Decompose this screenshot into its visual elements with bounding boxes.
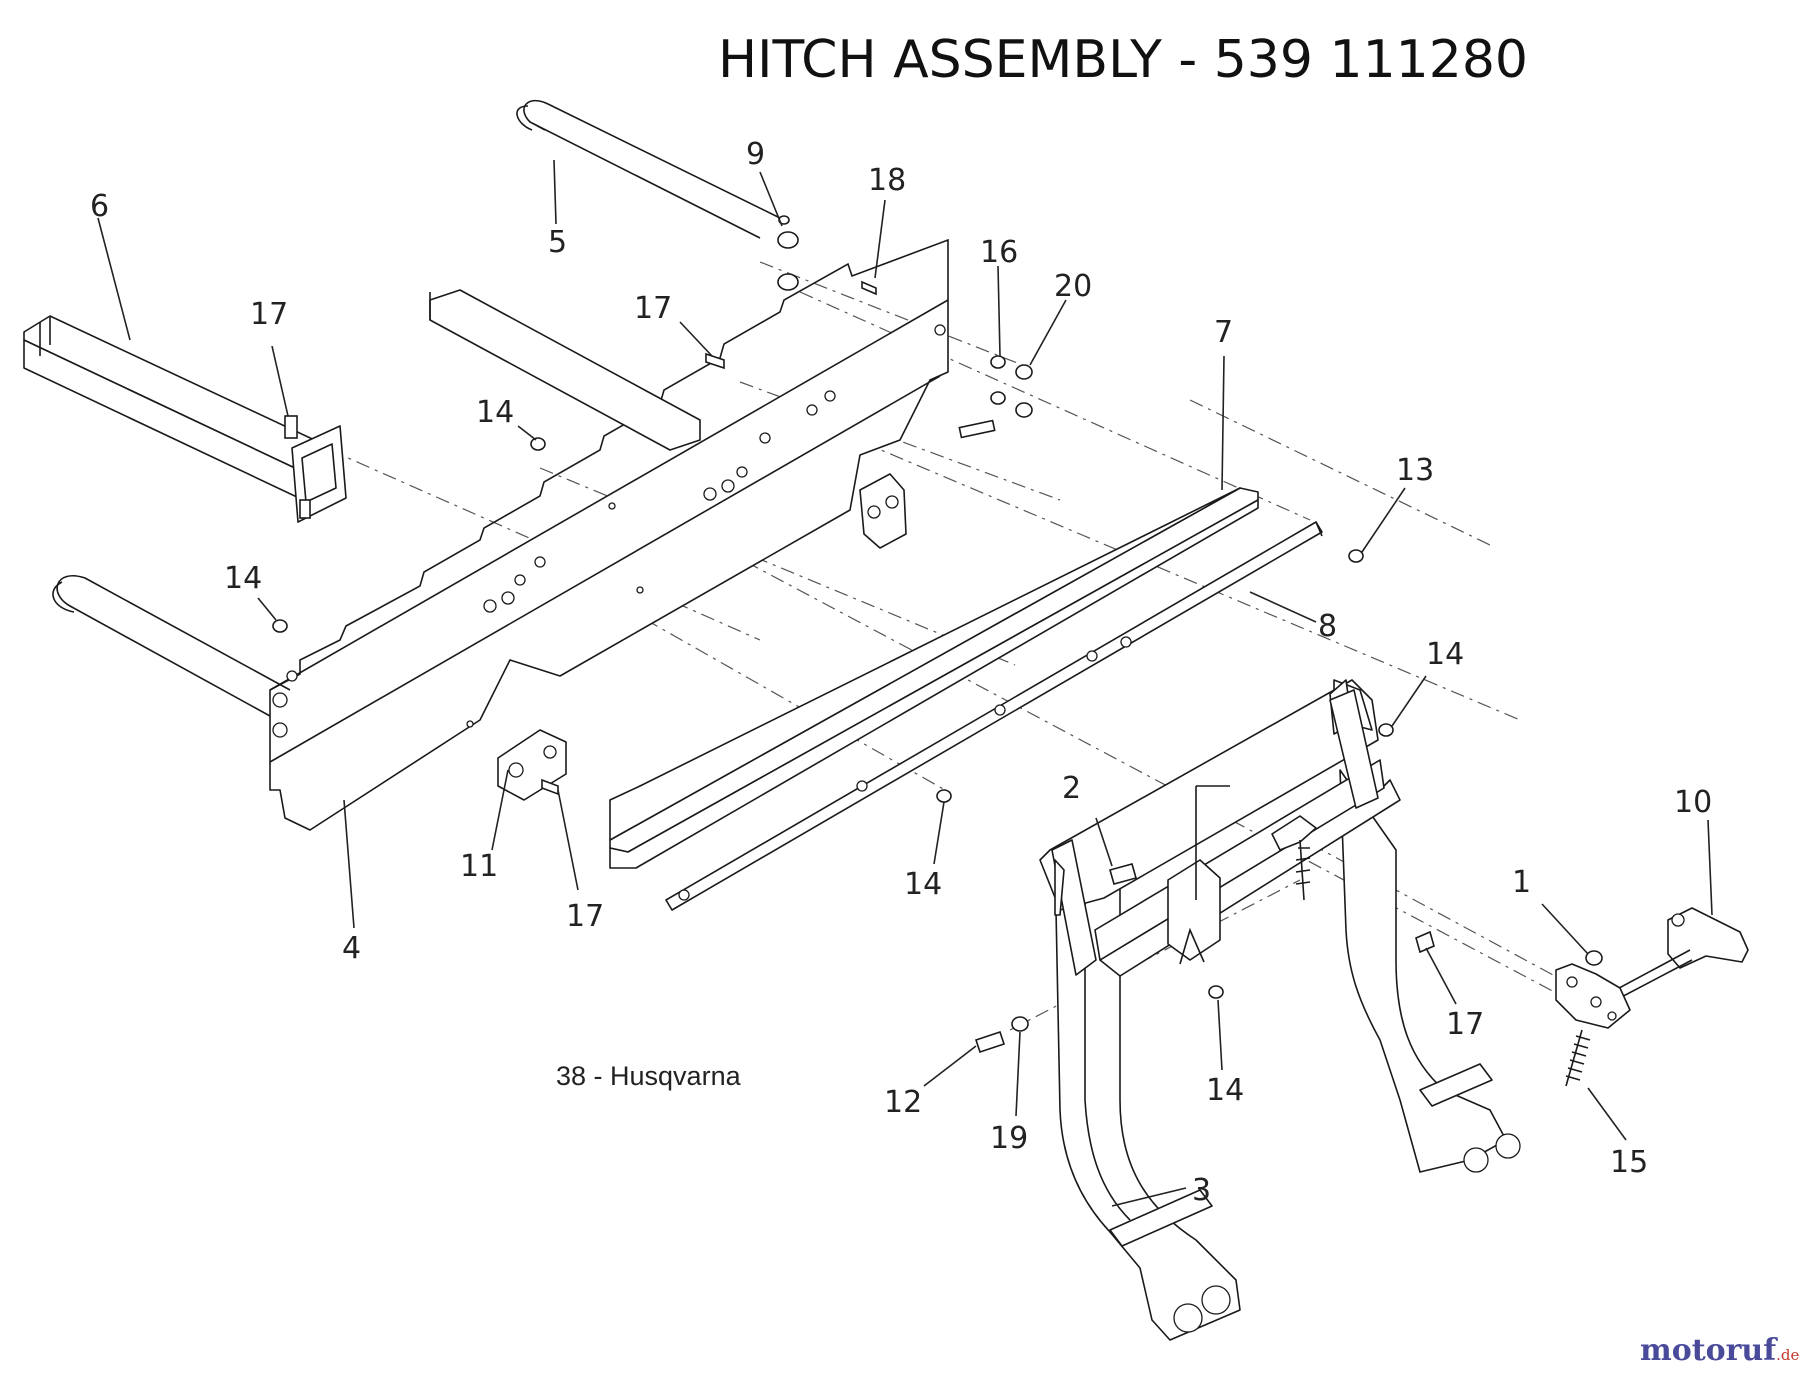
lower-u-bar [52, 575, 291, 717]
callout-14-a: 14 [476, 395, 514, 430]
callout-12: 12 [884, 1085, 922, 1120]
callout-7: 7 [1214, 315, 1233, 350]
watermark-logo: motoruf.de [1640, 1333, 1800, 1368]
watermark-text: motoruf [1640, 1333, 1778, 1368]
callout-18: 18 [868, 163, 906, 198]
callout-3: 3 [1192, 1173, 1211, 1208]
callout-2: 2 [1062, 771, 1081, 806]
callout-20: 20 [1054, 269, 1092, 304]
watermark-suffix: .de [1776, 1346, 1799, 1364]
frame-holes [272, 324, 946, 738]
callout-11: 11 [460, 849, 498, 884]
callouts: 9 18 6 5 17 16 20 17 7 14 13 14 8 14 2 1… [90, 137, 1712, 1208]
callout-16: 16 [980, 235, 1018, 270]
leader-lines [97, 159, 1713, 1207]
part-6-arm-bracket [23, 315, 347, 523]
callout-13: 13 [1396, 453, 1434, 488]
callout-15: 15 [1610, 1145, 1648, 1180]
callout-5: 5 [548, 225, 567, 260]
callout-14-b: 14 [224, 561, 262, 596]
part-1-pin-plate [1555, 963, 1631, 1029]
part-7-angle-bar [609, 487, 1259, 869]
callout-17-right: 17 [1446, 1007, 1484, 1042]
part-15-spring [1565, 1029, 1591, 1087]
callout-19: 19 [990, 1121, 1028, 1156]
svg-text:motoruf.de: motoruf.de [1640, 1333, 1800, 1368]
callout-17-top: 17 [634, 291, 672, 326]
callout-14-d: 14 [904, 867, 942, 902]
part-3-hitch-frame [1039, 679, 1521, 1341]
callout-8: 8 [1318, 609, 1337, 644]
callout-17-left: 17 [250, 297, 288, 332]
hardware [272, 231, 1603, 1054]
callout-17-bottom: 17 [566, 899, 604, 934]
callout-4: 4 [342, 931, 361, 966]
callout-10: 10 [1674, 785, 1712, 820]
callout-9: 9 [746, 137, 765, 172]
part-10-pin-handle [1607, 907, 1749, 1003]
callout-6: 6 [90, 189, 109, 224]
callout-1: 1 [1512, 865, 1531, 900]
part-8-flat-bar [665, 521, 1323, 911]
part-5-u-bar-upper [516, 99, 790, 239]
model-caption: 38 - Husqvarna [556, 1061, 742, 1091]
explode-lines [329, 261, 1591, 1031]
callout-14-c: 14 [1426, 637, 1464, 672]
diagram-title: HITCH ASSEMBLY - 539 111280 [718, 30, 1528, 90]
part-4-main-frame [269, 238, 996, 831]
callout-14-e: 14 [1206, 1073, 1244, 1108]
